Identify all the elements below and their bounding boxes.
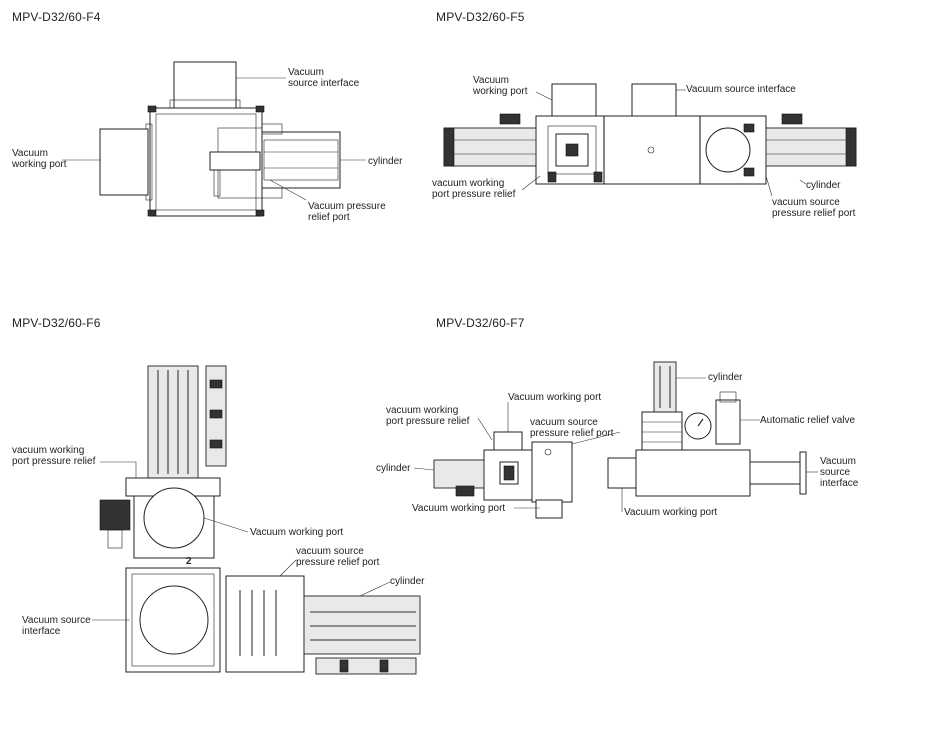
f7-label-vacuum-working-port-top: Vacuum working port [508, 392, 602, 403]
f5-drawing [443, 83, 857, 185]
f7-label-vacuum-working-port-bottom: Vacuum working port [412, 503, 506, 514]
f5-label-vacuum-working-port: Vacuum working port [473, 75, 528, 97]
f7-label-cylinder-left: cylinder [376, 463, 411, 474]
f7-label-vacuum-source-interface: Vacuum source interface [820, 456, 859, 489]
f6-label-vacuum-working-port-pressure-relief: vacuum working port pressure relief [12, 445, 96, 467]
f6-label-vacuum-source-interface: Vacuum source interface [22, 615, 91, 637]
f7-label-vacuum-working-port-pressure-relief: vacuum working port pressure relief [386, 405, 470, 427]
f7-right-drawing [607, 361, 807, 497]
leader-lines [62, 77, 818, 621]
f7-label-cylinder-right: cylinder [708, 372, 743, 383]
f6-label-vacuum-source-pressure-relief-port: vacuum source pressure relief port [296, 546, 380, 568]
f7-label-vacuum-working-port-right: Vacuum working port [624, 507, 718, 518]
f6-label-cylinder: cylinder [390, 576, 425, 587]
f6-drawing [99, 365, 421, 675]
f4-label-vacuum-working-port: Vacuum working port [12, 148, 67, 170]
f5-label-cylinder: cylinder [806, 180, 841, 191]
f5-title: MPV-D32/60-F5 [436, 10, 525, 24]
f6-label-vacuum-working-port: Vacuum working port [250, 527, 344, 538]
f4-label-cylinder: cylinder [368, 156, 403, 167]
f6-marker-2: 2 [186, 556, 192, 567]
f5-label-vacuum-source-interface: Vacuum source interface [686, 84, 796, 95]
f4-title: MPV-D32/60-F4 [12, 10, 101, 24]
f6-title: MPV-D32/60-F6 [12, 316, 101, 330]
f7-label-vacuum-source-pressure-relief-port: vacuum source pressure relief port [530, 417, 614, 439]
f5-label-vacuum-source-pressure-relief-port: vacuum source pressure relief port [772, 197, 856, 219]
f4-drawing [99, 61, 341, 217]
f4-label-vacuum-source-interface: Vacuum source interface [288, 67, 360, 89]
f5-label-vacuum-working-port-pressure-relief: vacuum working port pressure relief [432, 178, 516, 200]
f4-label-vacuum-pressure-relief-port: Vacuum pressure relief port [308, 201, 386, 223]
f7-title: MPV-D32/60-F7 [436, 316, 525, 330]
f7-label-automatic-relief-valve: Automatic relief valve [760, 415, 856, 426]
f7-left-drawing [433, 431, 573, 519]
